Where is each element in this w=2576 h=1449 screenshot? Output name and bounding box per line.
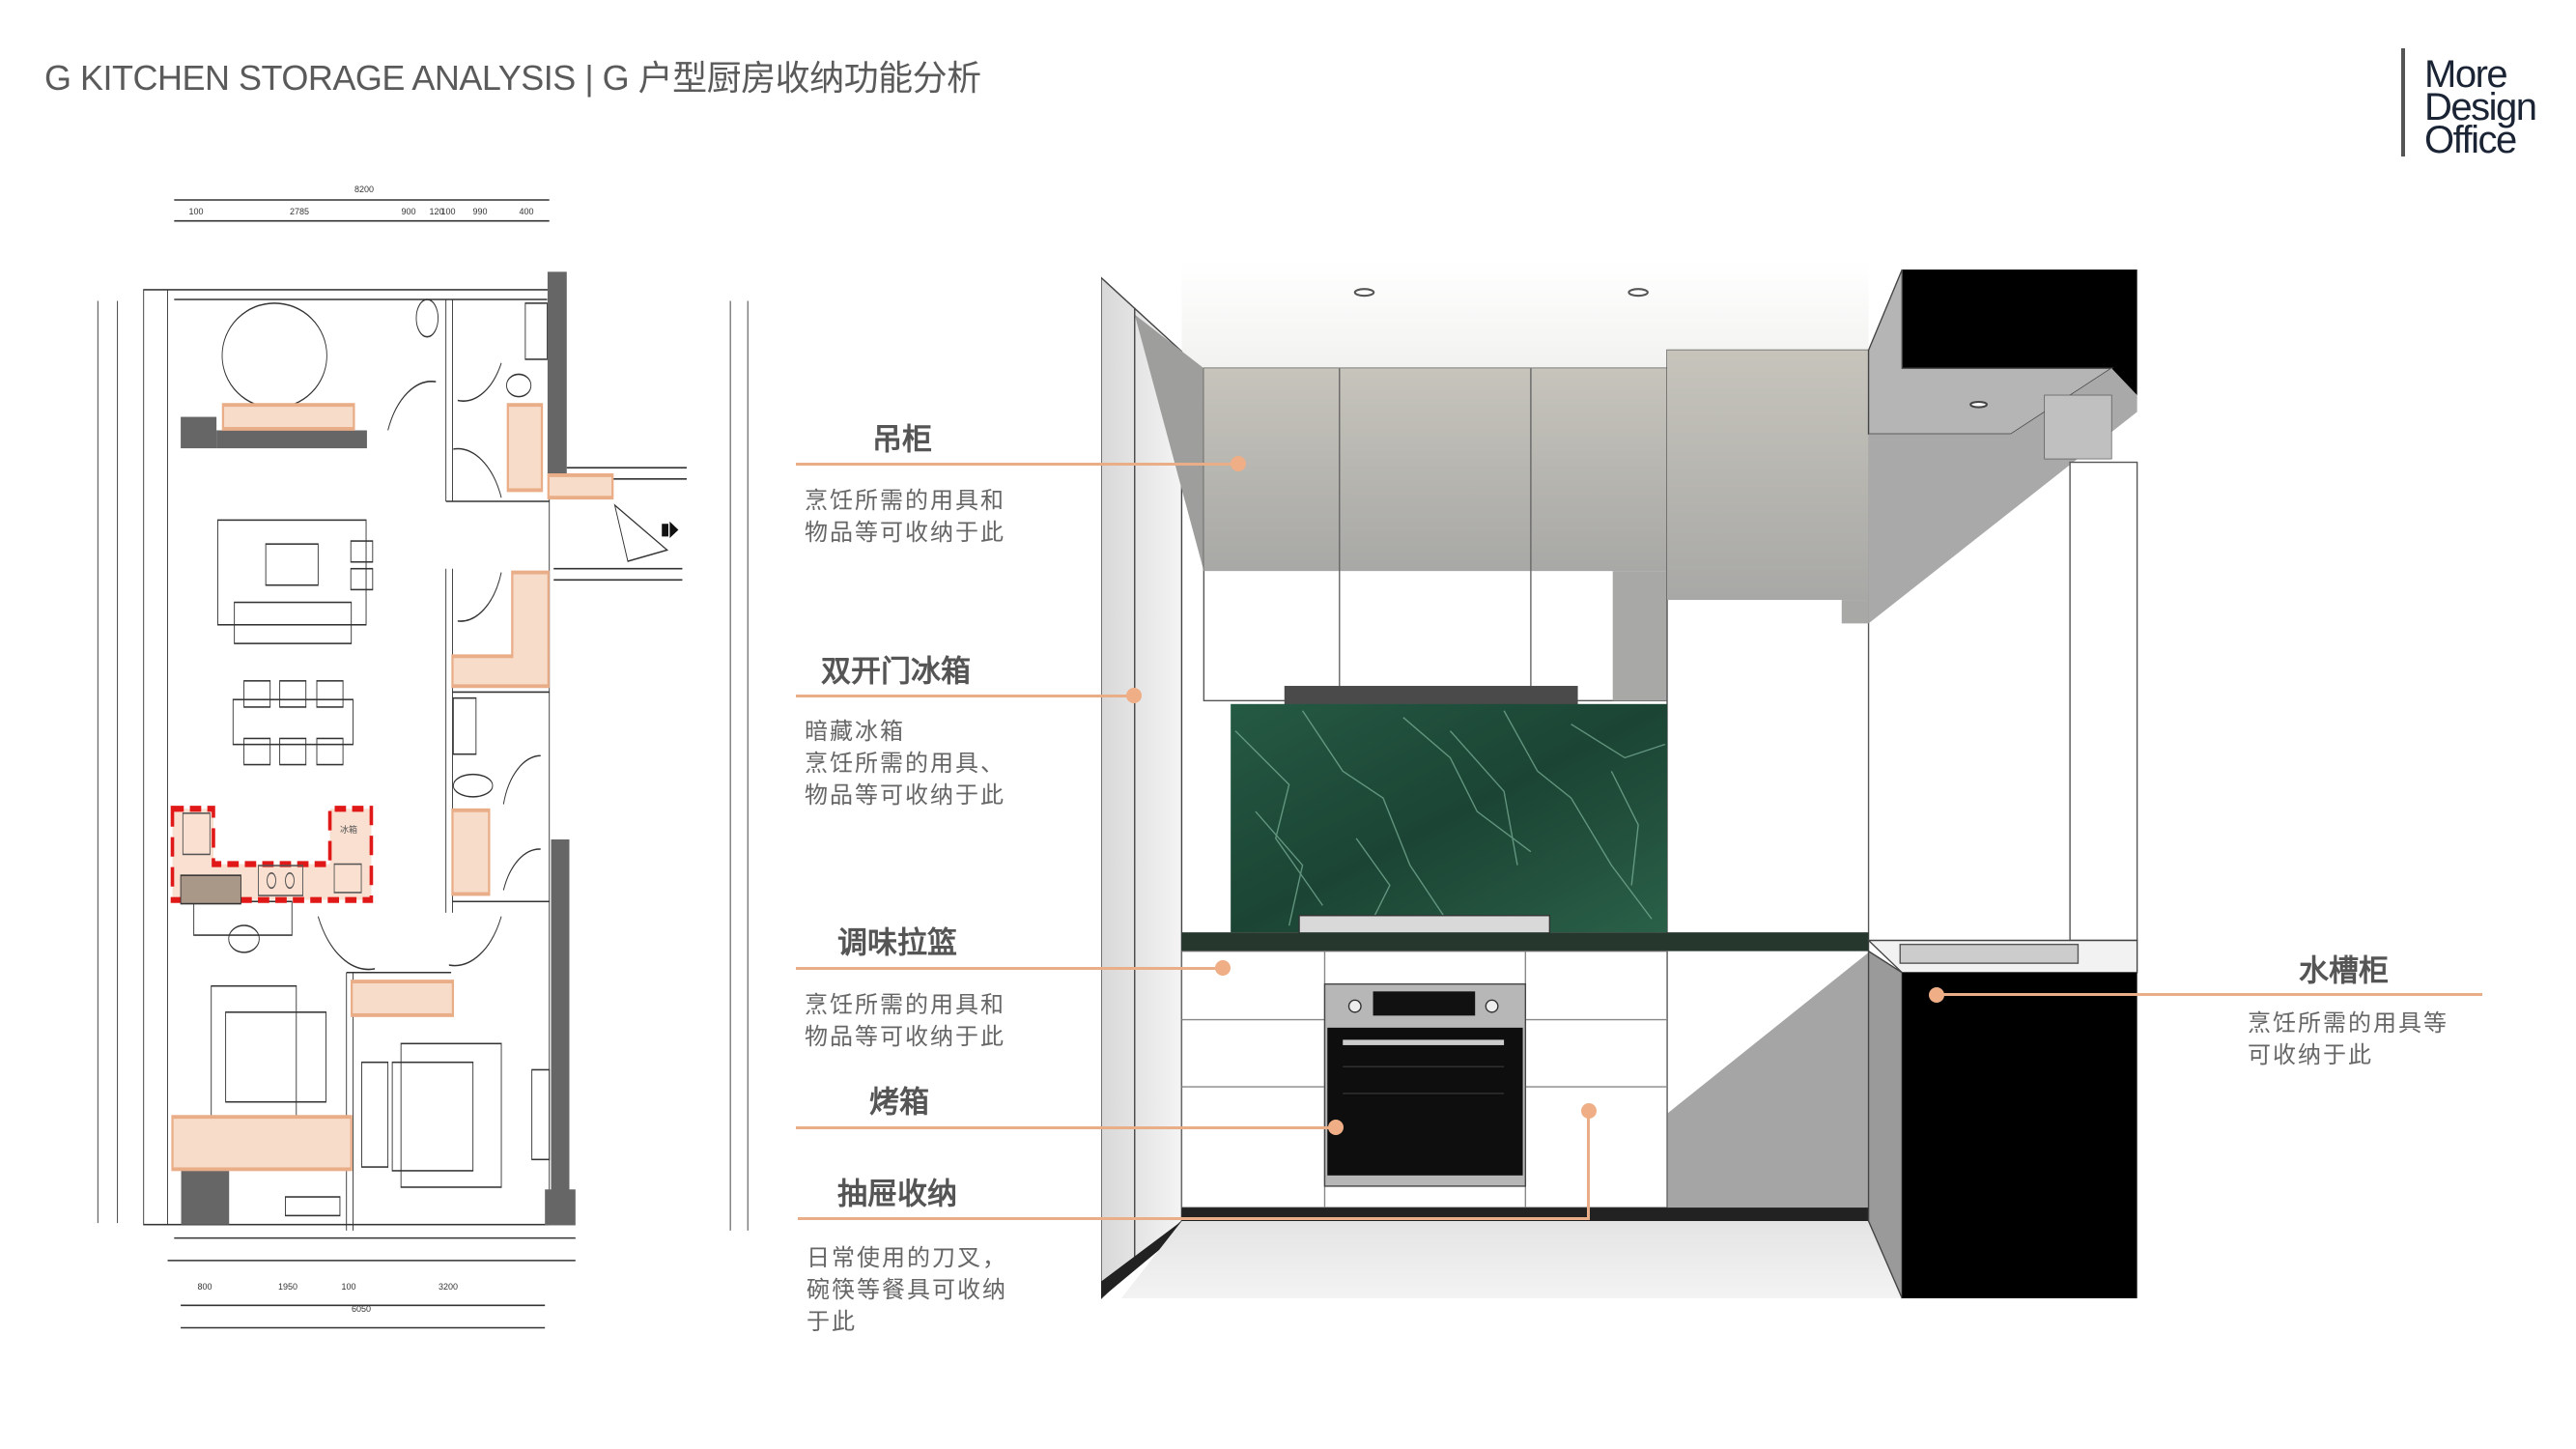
annotation-title: 抽屉收纳 — [837, 1177, 957, 1212]
kitchen-elevation — [1100, 261, 2154, 1314]
bed-1 — [211, 984, 297, 1129]
kitchen-render — [1100, 261, 2154, 1314]
leader-line — [798, 1217, 1590, 1220]
fridge-plan-label: 冰箱 — [339, 825, 358, 835]
floor-plan — [87, 184, 763, 1343]
desc-line: 物品等可收纳于此 — [805, 781, 1005, 809]
bed-2 — [400, 1042, 502, 1188]
countertop — [1181, 932, 1869, 952]
dim-bottom: 3200 — [438, 1282, 459, 1292]
logo-divider — [2401, 48, 2405, 156]
desc-line: 于此 — [807, 1308, 857, 1335]
desc-line: 烹饪所需的用具等 — [2248, 1009, 2449, 1037]
desc-line: 烹饪所需的用具、 — [805, 750, 1005, 777]
dim-top: 100 — [188, 207, 204, 216]
gas-cooktop — [1298, 915, 1551, 935]
door-swing — [387, 381, 437, 431]
fridge-tall-cabinet — [1100, 275, 1183, 1300]
annotation-desc: 暗藏冰箱 烹饪所需的用具、 物品等可收纳于此 — [805, 716, 1005, 811]
sofa-area — [217, 519, 367, 626]
marker-dot — [1215, 960, 1231, 976]
storage-highlights — [171, 403, 614, 1172]
dim-top: 120 — [429, 207, 444, 216]
desc-line: 可收纳于此 — [2248, 1041, 2373, 1068]
dining-table — [232, 698, 354, 746]
desc-line: 日常使用的刀叉， — [807, 1244, 1007, 1271]
desc-line: 烹饪所需的用具和 — [805, 487, 1005, 514]
dim-top-total: 8200 — [354, 185, 375, 194]
sink — [1899, 943, 2080, 964]
leader-line — [1937, 993, 2482, 996]
dim-bottom: 800 — [197, 1282, 212, 1292]
cooktop — [258, 865, 303, 896]
leader-line — [796, 1126, 1336, 1129]
logo-line-3: Office — [2424, 119, 2517, 161]
dim-bottom-total: 6050 — [351, 1304, 372, 1314]
leader-line — [796, 463, 1238, 466]
page-title: G KITCHEN STORAGE ANALYSIS | G 户型厨房收纳功能分… — [44, 58, 981, 98]
lounge-rug — [221, 302, 327, 410]
annotation-title: 双开门冰箱 — [821, 654, 971, 690]
dim-bottom: 1950 — [277, 1282, 298, 1292]
entrance-arrow-icon — [662, 521, 679, 538]
sink-cabinet — [1902, 972, 2137, 1299]
logo-line-1: More — [2424, 53, 2508, 96]
marble-backsplash — [1231, 703, 1668, 933]
marker-dot — [1328, 1120, 1344, 1135]
sofa — [234, 601, 353, 644]
annotation-desc: 烹饪所需的用具和 物品等可收纳于此 — [805, 989, 1005, 1053]
downlight — [1628, 288, 1649, 298]
marker-dot — [1929, 987, 1944, 1003]
structural-wall — [547, 271, 567, 475]
marker-dot — [1581, 1103, 1597, 1119]
desc-line: 暗藏冰箱 — [805, 718, 905, 745]
annotation-title: 调味拉篮 — [837, 925, 957, 961]
marker-dot — [1126, 688, 1142, 703]
dim-top: 2785 — [289, 207, 310, 216]
leader-line-vertical — [1587, 1110, 1590, 1220]
desc-line: 烹饪所需的用具和 — [805, 991, 1005, 1018]
floor — [1120, 1221, 1903, 1299]
logo-line-2: Design — [2424, 86, 2537, 128]
desc-line: 物品等可收纳于此 — [805, 519, 1005, 546]
sink — [182, 812, 211, 856]
desc-line: 物品等可收纳于此 — [805, 1023, 1005, 1050]
dim-top: 990 — [472, 207, 488, 216]
range-hood — [1284, 686, 1578, 706]
leader-line — [796, 967, 1223, 970]
marker-dot — [1231, 456, 1246, 471]
annotation-desc: 烹饪所需的用具等 可收纳于此 — [2248, 1008, 2449, 1071]
annotation-desc: 烹饪所需的用具和 物品等可收纳于此 — [805, 485, 1005, 549]
annotation-desc: 日常使用的刀叉， 碗筷等餐具可收纳 于此 — [807, 1242, 1007, 1338]
toilet — [505, 373, 532, 398]
annotation-title: 水槽柜 — [2299, 953, 2389, 989]
oven — [1323, 982, 1527, 1187]
dim-top: 900 — [401, 207, 416, 216]
annotation-title: 吊柜 — [872, 422, 932, 458]
annotation-title: 烤箱 — [869, 1085, 929, 1121]
downlight — [1353, 288, 1375, 298]
dim-top: 100 — [440, 207, 456, 216]
desc-line: 碗筷等餐具可收纳 — [807, 1276, 1007, 1303]
dim-top: 400 — [519, 207, 534, 216]
dim-bottom: 100 — [341, 1282, 356, 1292]
floor-plan-drawing — [97, 199, 749, 1329]
leader-line — [796, 695, 1134, 697]
